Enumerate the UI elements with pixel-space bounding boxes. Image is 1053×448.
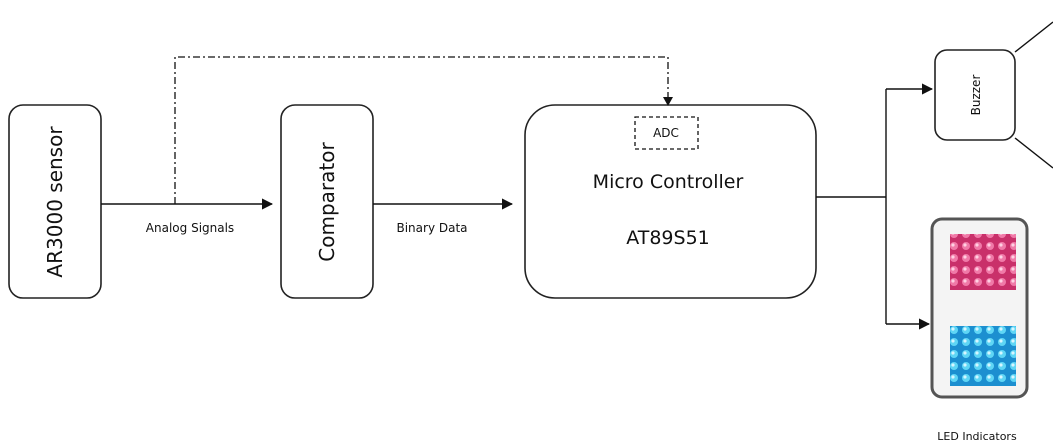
- red-led-matrix: [950, 234, 1016, 290]
- comparator-label: Comparator: [315, 142, 339, 262]
- blue-led-matrix: [950, 326, 1016, 386]
- speaker-cone-bottom: [1014, 137, 1053, 169]
- adc-bypass-line: [174, 56, 669, 204]
- buzzer-block: Buzzer: [934, 21, 1053, 169]
- analog-signals-label: Analog Signals: [146, 221, 234, 235]
- led-indicator-block: [930, 217, 1029, 399]
- sensor-label: AR3000 sensor: [43, 126, 67, 278]
- led-indicators-label: LED Indicators: [937, 430, 1017, 443]
- sensor-block: AR3000 sensor: [8, 104, 102, 299]
- buzzer-label: Buzzer: [969, 75, 983, 116]
- speaker-cone-top: [1014, 21, 1053, 53]
- adc-box: [634, 116, 699, 150]
- adc-label: ADC: [653, 126, 679, 140]
- adc-bypass-arrowhead: [663, 97, 673, 106]
- comparator-block: Comparator: [280, 104, 374, 299]
- mcu-model-label: AT89S51: [626, 227, 710, 249]
- mcu-name-label: Micro Controller: [593, 171, 744, 193]
- binary-data-label: Binary Data: [396, 221, 467, 235]
- microcontroller-block: ADC Micro Controller AT89S51: [524, 104, 817, 299]
